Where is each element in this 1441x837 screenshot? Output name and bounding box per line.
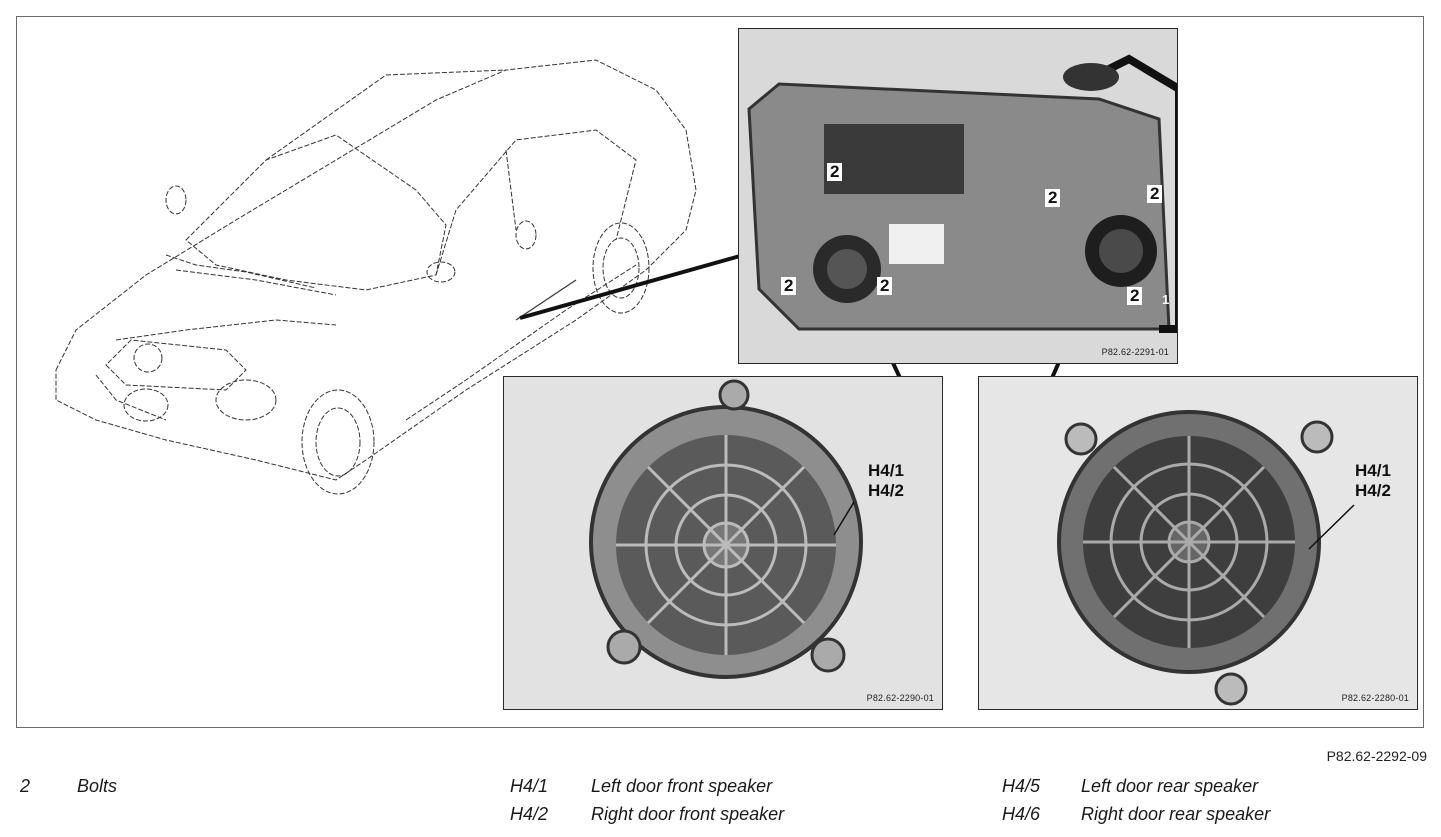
legend-item-h4-1: H4/1 Left door front speaker [510, 776, 772, 797]
legend-code: H4/6 [1002, 804, 1041, 824]
bolt-label-1: 2 [827, 163, 843, 181]
door-inner-photo: 2 2 2 2 2 2 1 P82.62-2291-01 [738, 28, 1178, 364]
front-photo-ref: P82.62-2290-01 [866, 693, 934, 703]
legend-code: H4/1 [510, 776, 549, 796]
bolt-label-5: 2 [1147, 185, 1163, 203]
legend-desc: Left door front speaker [591, 776, 773, 796]
rear-speaker-photo: H4/1 H4/2 P82.62-2280-01 [978, 376, 1418, 710]
bolt-label-2: 2 [781, 277, 797, 295]
legend-desc: Right door front speaker [591, 804, 785, 824]
legend-item-h4-2: H4/2 Right door front speaker [510, 804, 784, 825]
legend-item-h4-5: H4/5 Left door rear speaker [1002, 776, 1258, 797]
rear-speaker-callout: H4/1 H4/2 [1355, 461, 1391, 501]
legend-code: H4/5 [1002, 776, 1041, 796]
legend-code: H4/2 [510, 804, 549, 824]
bolt-label-4: 2 [1045, 189, 1061, 207]
figure-id: P82.62-2292-09 [1326, 748, 1427, 764]
front-speaker-callout: H4/1 H4/2 [868, 461, 904, 501]
legend-desc: Bolts [77, 776, 118, 796]
bolt-label-6: 2 [1127, 287, 1143, 305]
front-callout-line1: H4/1 [868, 461, 904, 480]
door-label: 1 [1162, 292, 1170, 307]
rear-callout-line2: H4/2 [1355, 481, 1391, 500]
front-callout-line2: H4/2 [868, 481, 904, 500]
door-photo-ref: P82.62-2291-01 [1101, 347, 1169, 357]
legend-desc: Left door rear speaker [1081, 776, 1259, 796]
legend-item-h4-6: H4/6 Right door rear speaker [1002, 804, 1270, 825]
rear-callout-line1: H4/1 [1355, 461, 1391, 480]
rear-photo-ref: P82.62-2280-01 [1341, 693, 1409, 703]
front-speaker-photo: H4/1 H4/2 P82.62-2290-01 [503, 376, 943, 710]
bolt-label-3: 2 [877, 277, 893, 295]
legend-code: 2 [20, 776, 31, 796]
legend-item-bolts: 2 Bolts [20, 776, 117, 797]
legend-desc: Right door rear speaker [1081, 804, 1271, 824]
